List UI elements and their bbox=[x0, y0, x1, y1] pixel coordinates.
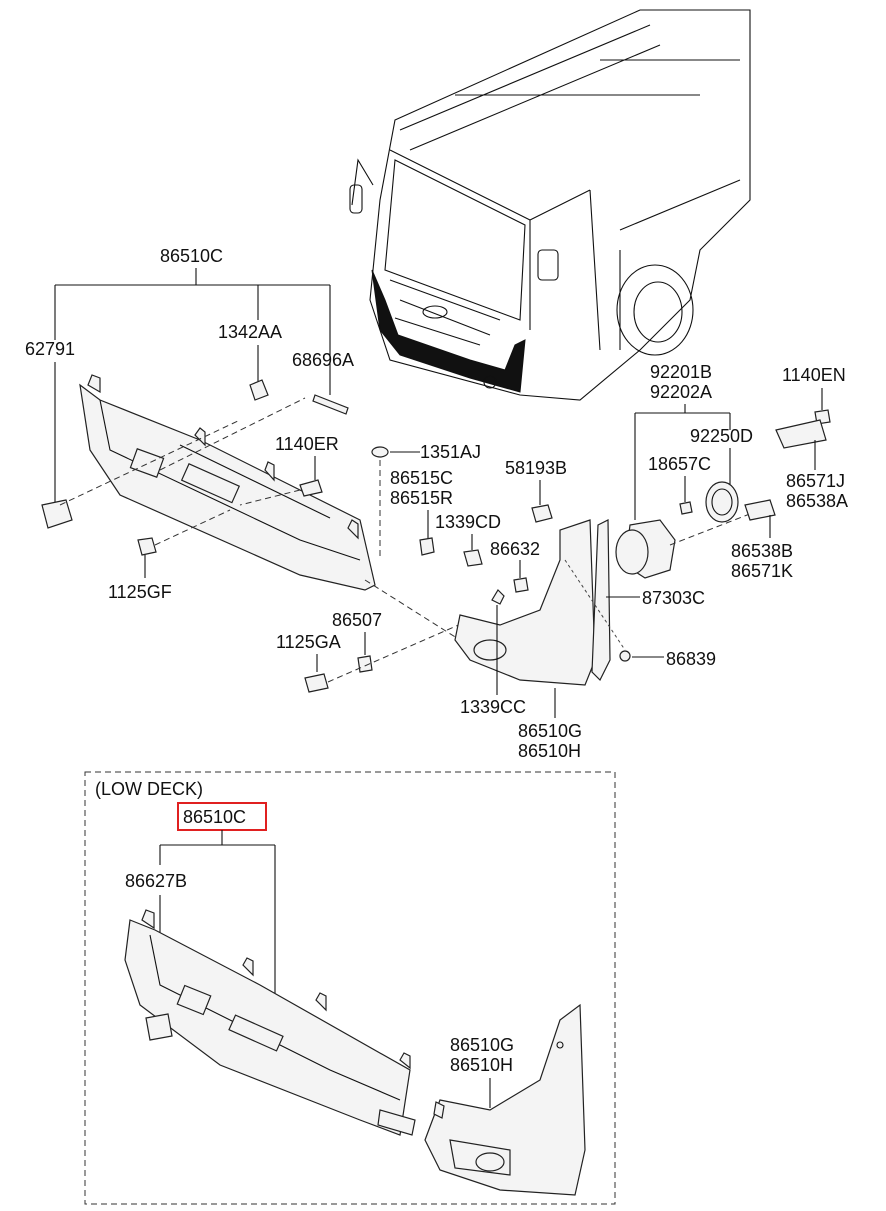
cap-62791 bbox=[41, 499, 73, 529]
label-86627b: 86627B bbox=[125, 871, 187, 891]
label-low-deck-86510g: 86510G bbox=[450, 1035, 514, 1055]
bracket-86538b bbox=[744, 499, 776, 521]
label-86571k: 86571K bbox=[731, 561, 793, 581]
label-low-deck-86510c: 86510C bbox=[183, 807, 246, 827]
label-18657c: 18657C bbox=[648, 454, 711, 474]
label-92250d: 92250D bbox=[690, 426, 753, 446]
fog-lamp bbox=[615, 519, 676, 579]
label-group-86510c: 86510C bbox=[160, 246, 223, 266]
front-bumper-part bbox=[79, 374, 376, 591]
label-86538a: 86538A bbox=[786, 491, 848, 511]
bracket-86571j bbox=[775, 419, 827, 449]
clip-1342aa bbox=[249, 379, 269, 401]
label-1342aa: 1342AA bbox=[218, 322, 282, 342]
label-86839: 86839 bbox=[666, 649, 716, 669]
label-86632: 86632 bbox=[490, 539, 540, 559]
label-58193b: 58193B bbox=[505, 458, 567, 478]
label-1339cd: 1339CD bbox=[435, 512, 501, 532]
label-low-deck-86510h: 86510H bbox=[450, 1055, 513, 1075]
label-1140en: 1140EN bbox=[782, 365, 846, 385]
label-1125gf: 1125GF bbox=[108, 582, 172, 602]
label-1125ga: 1125GA bbox=[276, 632, 341, 652]
label-92202a: 92202A bbox=[650, 382, 712, 402]
low-deck-box bbox=[84, 771, 616, 1205]
label-92201b: 92201B bbox=[650, 362, 712, 382]
label-86515c: 86515C bbox=[390, 468, 453, 488]
corner-bumper-86510g bbox=[454, 519, 596, 686]
label-1351aj: 1351AJ bbox=[420, 442, 481, 462]
label-62791: 62791 bbox=[25, 339, 75, 359]
label-86510h: 86510H bbox=[518, 741, 581, 761]
fog-lamp-ring bbox=[705, 481, 739, 523]
label-1339cc: 1339CC bbox=[460, 697, 526, 717]
bus-illustration bbox=[349, 9, 751, 401]
label-1140er: 1140ER bbox=[275, 434, 339, 454]
low-deck-title: (LOW DECK) bbox=[95, 779, 203, 799]
label-86571j: 86571J bbox=[786, 471, 845, 491]
label-68696a: 68696A bbox=[292, 350, 354, 370]
low-deck-bumper bbox=[124, 909, 416, 1136]
label-86510g: 86510G bbox=[518, 721, 582, 741]
label-87303c: 87303C bbox=[642, 588, 705, 608]
cap-86627b bbox=[145, 1013, 173, 1041]
label-86515r: 86515R bbox=[390, 488, 453, 508]
label-86507: 86507 bbox=[332, 610, 382, 630]
low-deck-corner-bumper bbox=[424, 1003, 586, 1196]
trim-87303c bbox=[591, 519, 611, 682]
strip-68696a bbox=[312, 394, 349, 415]
label-86538b: 86538B bbox=[731, 541, 793, 561]
